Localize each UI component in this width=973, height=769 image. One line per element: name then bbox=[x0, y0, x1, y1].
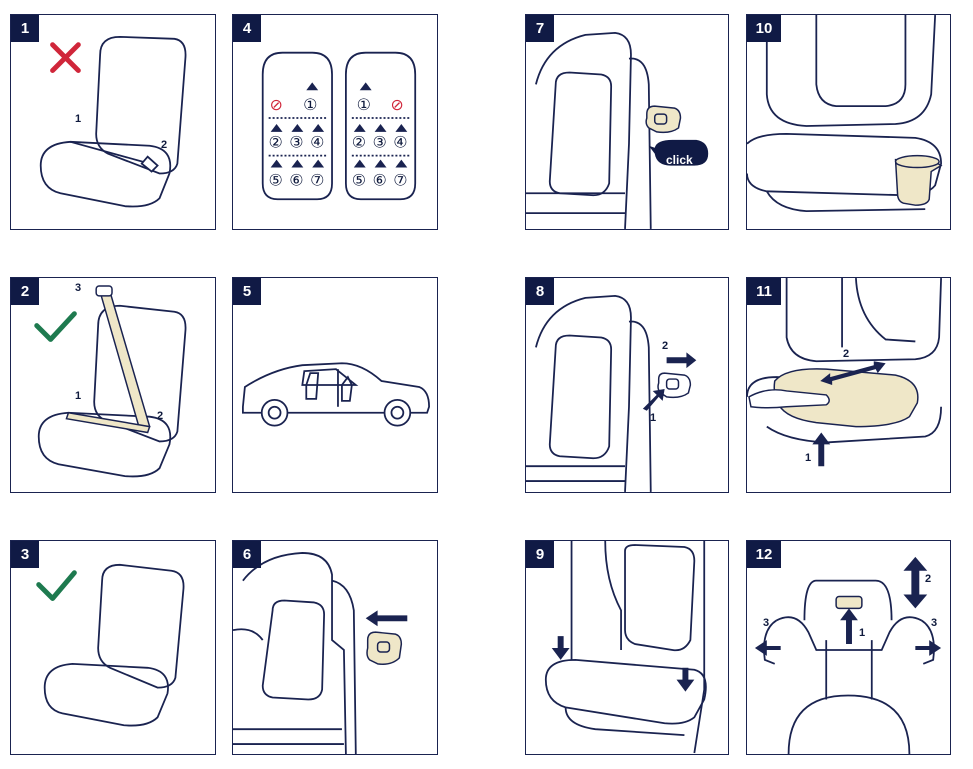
seat-base-illustration bbox=[544, 541, 707, 754]
panel-2: 2 3 1 2 bbox=[10, 277, 216, 493]
forbidden-position-icon: ⊘ bbox=[390, 95, 403, 114]
position-label: ⑦ bbox=[310, 170, 324, 189]
position-label: ⑥ bbox=[373, 170, 387, 189]
position-label: ③ bbox=[289, 133, 303, 152]
label-2: 2 bbox=[925, 573, 932, 585]
seat-belt-illustration bbox=[34, 285, 187, 478]
arrow-down-icon bbox=[551, 636, 570, 660]
arrow-right-icon bbox=[915, 640, 942, 656]
vehicle-seat-positions: ⊘ ① ② ③ ④ ⑤ ⑥ ⑦ ① ⊘ ② ③ ④ ⑤ ⑥ ⑦ bbox=[261, 51, 417, 201]
arrow-up-icon bbox=[812, 432, 831, 467]
step-number: 6 bbox=[233, 541, 261, 568]
label-3: 3 bbox=[931, 617, 938, 629]
position-label: ④ bbox=[310, 133, 324, 152]
label-2: 2 bbox=[161, 139, 168, 151]
panel-8: 8 2 1 bbox=[525, 277, 729, 493]
panel-12: 12 2 3 3 1 bbox=[746, 540, 951, 755]
label-2: 2 bbox=[157, 410, 164, 422]
label-1: 1 bbox=[75, 390, 82, 402]
forbidden-position-icon: ⊘ bbox=[270, 95, 283, 114]
label-3: 3 bbox=[763, 617, 770, 629]
arrow-right-icon bbox=[666, 352, 697, 369]
click-callout-text: click bbox=[666, 153, 693, 167]
arrow-up-down-icon bbox=[903, 556, 928, 609]
arrow-left-icon bbox=[754, 640, 781, 656]
step-number: 11 bbox=[747, 278, 781, 305]
position-label: ⑤ bbox=[269, 170, 283, 189]
step-number: 3 bbox=[11, 541, 39, 568]
step-number: 12 bbox=[747, 541, 781, 568]
panel-3: 3 bbox=[10, 540, 216, 755]
seat-release-illustration bbox=[526, 294, 697, 492]
panel-6: 6 bbox=[232, 540, 438, 755]
seat-illustration bbox=[36, 563, 185, 727]
headrest-adjust-illustration bbox=[754, 556, 942, 754]
panel-5: 5 bbox=[232, 277, 438, 493]
seat-closeup-illustration bbox=[233, 552, 408, 754]
position-label: ③ bbox=[373, 133, 387, 152]
position-label: ② bbox=[269, 133, 283, 152]
step-number: 10 bbox=[747, 15, 781, 42]
seat-cushion-illustration bbox=[747, 278, 942, 467]
arrow-up-right-icon bbox=[642, 388, 665, 411]
position-label: ④ bbox=[393, 133, 407, 152]
label-1: 1 bbox=[75, 113, 82, 125]
label-3: 3 bbox=[75, 282, 82, 294]
step-number: 4 bbox=[233, 15, 261, 42]
step-number: 8 bbox=[526, 278, 554, 305]
position-label: ① bbox=[357, 95, 371, 114]
arrow-down-icon bbox=[676, 667, 695, 692]
seat-illustration bbox=[39, 35, 187, 208]
panel-7: 7 click bbox=[525, 14, 729, 230]
position-label: ⑦ bbox=[393, 170, 407, 189]
arrow-left-icon bbox=[365, 610, 408, 627]
position-label: ⑤ bbox=[352, 170, 366, 189]
arrow-left-right-icon bbox=[820, 361, 886, 385]
cupholder-illustration bbox=[747, 15, 943, 213]
position-label: ① bbox=[303, 95, 317, 114]
step-number: 7 bbox=[526, 15, 554, 42]
panel-1: 1 1 2 bbox=[10, 14, 216, 230]
checkmark-icon bbox=[34, 311, 77, 342]
label-1: 1 bbox=[805, 452, 812, 464]
panel-10: 10 bbox=[746, 14, 951, 230]
label-2: 2 bbox=[843, 348, 850, 360]
position-label: ② bbox=[352, 133, 366, 152]
label-1: 1 bbox=[650, 412, 657, 424]
click-callout-bubble bbox=[648, 139, 709, 166]
arrow-up-icon bbox=[840, 608, 858, 645]
checkmark-icon bbox=[36, 570, 77, 601]
label-2: 2 bbox=[662, 340, 669, 352]
step-number: 5 bbox=[233, 278, 261, 305]
panel-9: 9 bbox=[525, 540, 729, 755]
step-number: 9 bbox=[526, 541, 554, 568]
position-label: ⑥ bbox=[289, 170, 303, 189]
step-number: 2 bbox=[11, 278, 39, 305]
cross-icon bbox=[50, 42, 81, 73]
step-number: 1 bbox=[11, 15, 39, 42]
panel-11: 11 2 1 bbox=[746, 277, 951, 493]
seat-isofix-illustration bbox=[526, 31, 709, 229]
label-1: 1 bbox=[859, 627, 866, 639]
car-side-illustration bbox=[242, 362, 430, 427]
panel-4: 4 ⊘ ① ② ③ ④ ⑤ ⑥ ⑦ ① ⊘ ② ③ ④ ⑤ ⑥ bbox=[232, 14, 438, 230]
